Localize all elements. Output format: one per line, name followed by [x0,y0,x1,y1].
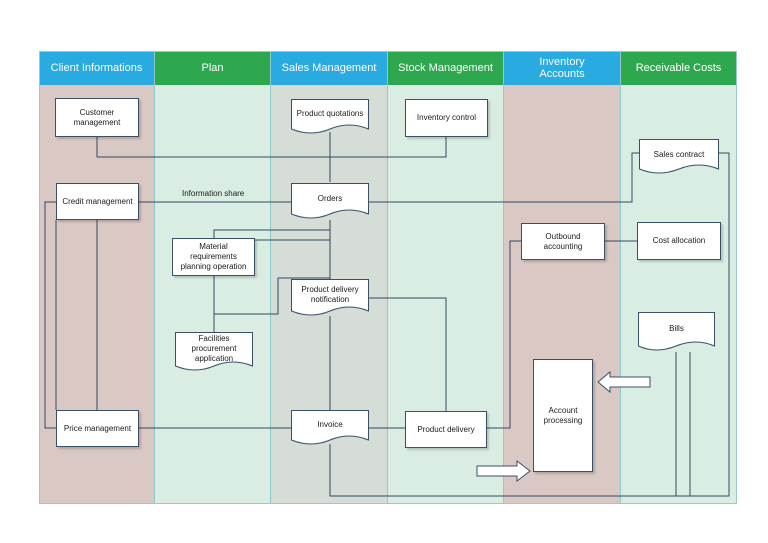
orders-doc[interactable]: Orders [291,183,369,220]
block-arrow-right-icon [476,459,531,483]
credit-management-box[interactable]: Credit management [56,183,139,220]
document-shape [639,139,719,174]
connector-customer-inventory [96,137,447,158]
document-shape [638,312,715,351]
cost-allocation-box[interactable]: Cost allocation [637,222,721,260]
product-quotations-label: Product quotations [296,109,364,118]
information-share-label: Information share [182,189,245,198]
product-delivery-notification-doc[interactable]: Product delivery notification [291,279,369,317]
sales-contract-label: Sales contract [653,149,705,159]
lane-header-sales-management: Sales Management [271,51,388,85]
lane-header-inventory-accounts: Inventory Accounts [504,51,621,85]
connector-credit-left [44,201,56,429]
block-arrow-left-icon [597,370,651,394]
connector-orders-material [213,229,330,238]
account-processing-box[interactable]: Account processing [533,359,593,472]
lane-header-client-informations: Client Informations [39,51,155,85]
lane-header-stock-management: Stock Management [388,51,504,85]
inventory-control-box[interactable]: Inventory control [405,99,488,137]
bills-doc[interactable]: Bills [638,312,715,352]
product-delivery-box[interactable]: Product delivery [405,411,487,448]
facilities-procurement-doc[interactable]: Facilities procurement application [175,332,253,372]
connector-invoice-bottom [329,152,730,497]
invoice-label: Invoice [317,420,343,429]
product-delivery-notification-label: Product delivery notification [301,285,359,304]
product-quotations-doc[interactable]: Product quotations [291,99,369,135]
connector-notification-delivery [369,297,447,411]
outbound-accounting-box[interactable]: Outbound accounting [521,223,605,260]
sales-contract-doc[interactable]: Sales contract [639,139,719,176]
lane-body-plan [155,85,271,504]
invoice-doc[interactable]: Invoice [291,410,369,446]
connector-facilities-notification [214,277,330,315]
document-shape [291,183,369,219]
facilities-procurement-label: Facilities procurement application [191,334,237,363]
document-shape [291,410,369,445]
connector-delivery-outbound [487,240,521,429]
document-shape [175,332,253,371]
price-management-box[interactable]: Price management [56,410,139,447]
document-shape [291,279,369,316]
lane-header-plan: Plan [155,51,271,85]
orders-label: Orders [317,193,343,203]
material-requirements-box[interactable]: Material requirements planning operation [172,238,255,276]
bills-label: Bills [669,324,684,333]
document-shape [291,99,369,134]
customer-management-box[interactable]: Customer management [55,98,139,137]
lane-header-receivable-costs: Receivable Costs [621,51,737,85]
connector-orders-salescontract [369,152,639,203]
